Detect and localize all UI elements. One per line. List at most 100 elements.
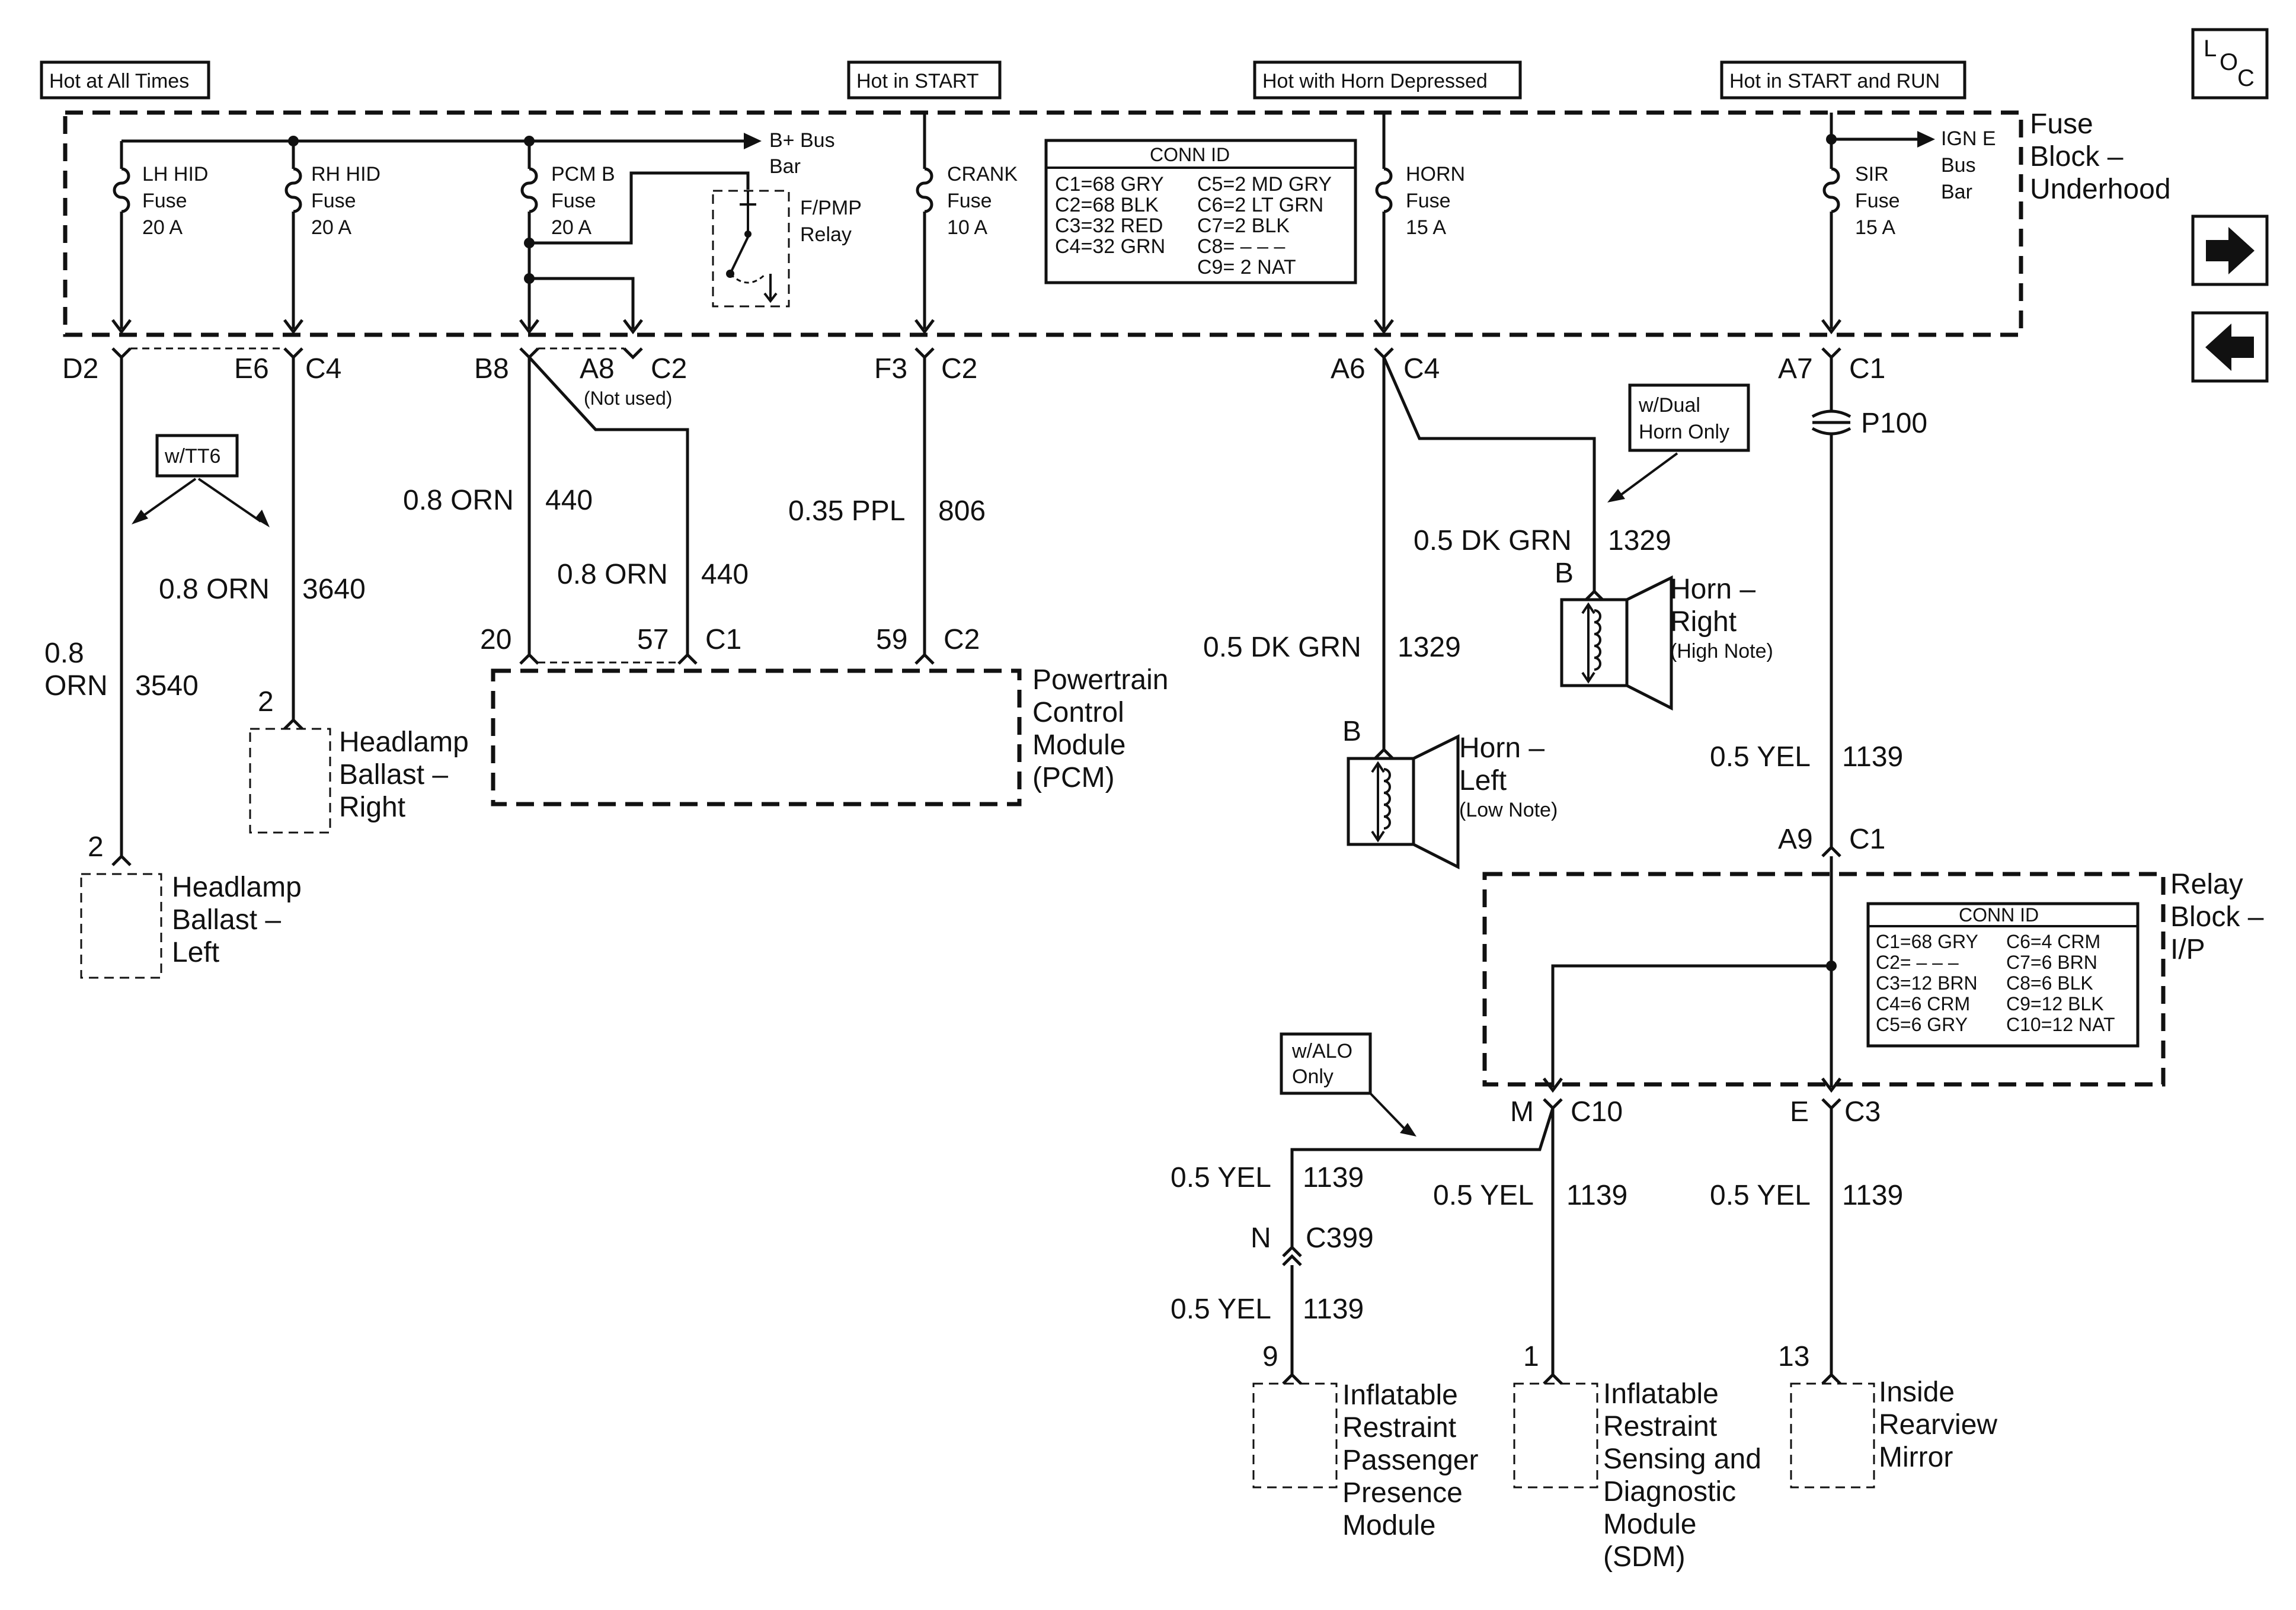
svg-text:Restraint: Restraint [1603, 1411, 1717, 1442]
svg-text:1329: 1329 [1608, 525, 1671, 556]
fuse-block-underhood [63, 110, 2023, 337]
svg-text:C8= – – –: C8= – – – [1197, 235, 1285, 258]
svg-text:C2: C2 [944, 624, 980, 655]
bplus-bus-bar: B+ Bus Bar [121, 129, 835, 178]
svg-text:F3: F3 [874, 353, 907, 385]
svg-text:C9= 2 NAT: C9= 2 NAT [1197, 256, 1296, 279]
svg-text:C3=32 RED: C3=32 RED [1055, 215, 1163, 237]
next-page-button[interactable] [2191, 215, 2269, 286]
wire-1329-right: 0.5 DK GRN 1329 [1382, 356, 1671, 601]
svg-text:C1: C1 [705, 624, 741, 655]
svg-text:C7=6 BRN: C7=6 BRN [2006, 952, 2097, 973]
power-label-hot-all-times: Hot at All Times [40, 60, 210, 100]
svg-text:Sensing and: Sensing and [1603, 1443, 1761, 1475]
svg-text:Hot at All Times: Hot at All Times [49, 70, 189, 92]
svg-text:N: N [1251, 1222, 1271, 1254]
svg-text:CONN ID: CONN ID [1150, 144, 1230, 165]
previous-page-button[interactable] [2191, 311, 2269, 383]
svg-text:0.5 YEL: 0.5 YEL [1710, 741, 1811, 773]
connector-row-relay-block: M C10 E C3 [1510, 1096, 1881, 1128]
svg-text:C10=12 NAT: C10=12 NAT [2006, 1014, 2115, 1035]
wire-3540: 0.8 ORN 3540 [44, 357, 199, 866]
svg-text:C1=68 GRY: C1=68 GRY [1055, 173, 1164, 196]
svg-text:C4=32 GRN: C4=32 GRN [1055, 235, 1165, 258]
inside-rearview-mirror: 13 Inside Rearview Mirror [1778, 1341, 1997, 1489]
svg-text:Fuse: Fuse [947, 190, 992, 212]
svg-text:Bar: Bar [1941, 181, 1972, 203]
svg-text:ORN: ORN [44, 670, 108, 702]
svg-text:1329: 1329 [1398, 632, 1461, 663]
svg-text:1139: 1139 [1842, 1180, 1903, 1211]
svg-text:CRANK: CRANK [947, 163, 1018, 185]
svg-text:20 A: 20 A [142, 216, 183, 239]
p100-splice [1811, 409, 1851, 436]
fuse-crank: CRANK Fuse 10 A [914, 113, 1018, 335]
arrow-right-icon [2206, 227, 2255, 274]
svg-text:A8: A8 [580, 353, 615, 385]
svg-text:HORN: HORN [1406, 163, 1465, 185]
svg-text:C4: C4 [1403, 353, 1440, 385]
svg-text:B: B [1555, 558, 1574, 589]
svg-text:806: 806 [938, 495, 986, 527]
fuse-horn: HORN Fuse 15 A [1374, 113, 1465, 335]
svg-text:M: M [1510, 1096, 1534, 1128]
svg-text:0.8 ORN: 0.8 ORN [159, 574, 270, 605]
svg-text:0.5 YEL: 0.5 YEL [1710, 1180, 1811, 1211]
svg-text:Passenger: Passenger [1342, 1445, 1478, 1476]
svg-text:C2=68 BLK: C2=68 BLK [1055, 194, 1159, 216]
option-dual-horn: w/Dual Horn Only [1607, 383, 1750, 502]
svg-text:Diagnostic: Diagnostic [1603, 1476, 1736, 1507]
svg-text:Headlamp: Headlamp [172, 872, 302, 903]
svg-text:Block –: Block – [2030, 141, 2124, 172]
svg-text:A6: A6 [1331, 353, 1366, 385]
svg-text:1139: 1139 [1303, 1294, 1364, 1325]
svg-text:1139: 1139 [1566, 1180, 1627, 1211]
svg-text:9: 9 [1262, 1341, 1278, 1372]
svg-text:0.35 PPL: 0.35 PPL [788, 495, 905, 527]
svg-text:LH HID: LH HID [142, 163, 208, 185]
svg-text:C10: C10 [1571, 1096, 1623, 1128]
svg-text:P100: P100 [1861, 408, 1927, 439]
conn-id-table-fuse-block: CONN ID C1=68 GRY C2=68 BLK C3=32 RED C4… [1044, 139, 1357, 284]
loc-o: O [2220, 49, 2238, 75]
svg-text:Only: Only [1292, 1065, 1334, 1088]
svg-text:Fuse: Fuse [551, 190, 596, 212]
fuse-sir: SIR Fuse 15 A IGN E Bus Bar [1821, 113, 1996, 335]
svg-text:SIR: SIR [1855, 163, 1889, 185]
connector-row-fuse-block: D2 E6 C4 B8 A8 C2 (Not used) F3 C2 A6 C4… [62, 347, 1885, 409]
fuse-lh-hid: LH HID Fuse 20 A [111, 141, 208, 335]
svg-text:(PCM): (PCM) [1032, 762, 1115, 793]
sensing-diagnostic-module: 1 Inflatable Restraint Sensing and Diagn… [1513, 1341, 1761, 1573]
svg-text:0.8 ORN: 0.8 ORN [557, 559, 668, 590]
svg-text:Bar: Bar [769, 155, 801, 178]
loc-l: L [2204, 36, 2217, 62]
svg-text:Headlamp: Headlamp [339, 726, 469, 758]
horn-right: B Horn – Right (High Note) [1555, 558, 1773, 711]
svg-text:A7: A7 [1778, 353, 1813, 385]
svg-text:0.5 YEL: 0.5 YEL [1171, 1162, 1271, 1193]
svg-text:C6=2 LT GRN: C6=2 LT GRN [1197, 194, 1323, 216]
power-label-hot-start-run: Hot in START and RUN [1720, 60, 1966, 100]
wire-1139-sdm: 0.5 YEL 1139 [1433, 1108, 1627, 1385]
svg-text:0.5 YEL: 0.5 YEL [1171, 1294, 1271, 1325]
svg-text:Fuse: Fuse [1855, 190, 1900, 212]
svg-text:C1: C1 [1849, 353, 1885, 385]
svg-text:PCM B: PCM B [551, 163, 615, 185]
svg-text:3640: 3640 [302, 574, 366, 605]
wire-1139-passenger: 0.5 YEL 1139 N C399 0.5 YEL 1139 [1171, 1108, 1555, 1385]
svg-text:440: 440 [545, 485, 593, 516]
svg-text:Hot in START: Hot in START [856, 70, 979, 92]
svg-text:Fuse: Fuse [142, 190, 187, 212]
svg-text:Rearview: Rearview [1879, 1409, 1997, 1441]
svg-text:F/PMP: F/PMP [800, 197, 862, 219]
svg-text:C3=12 BRN: C3=12 BRN [1876, 972, 1978, 994]
location-button[interactable]: L O C [2191, 28, 2269, 100]
relay-block-title: Relay [2170, 869, 2243, 900]
wire-1139-main: P100 0.5 YEL 1139 A9 C1 [1710, 357, 1927, 857]
svg-text:57: 57 [637, 624, 669, 655]
svg-text:0.5 YEL: 0.5 YEL [1433, 1180, 1534, 1211]
wire-806: 0.35 PPL 806 [788, 357, 986, 665]
svg-text:15 A: 15 A [1406, 216, 1446, 239]
svg-text:Underhood: Underhood [2030, 174, 2171, 205]
